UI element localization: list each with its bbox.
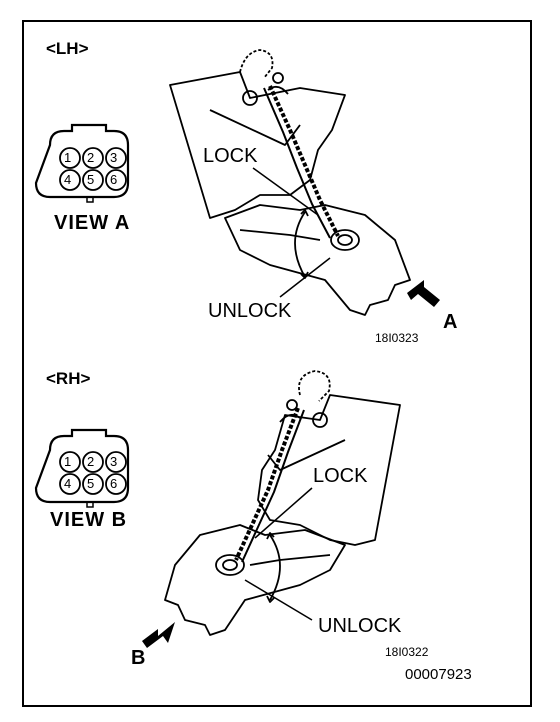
rh-pin-4: [59, 473, 81, 495]
lh-pin-3: [105, 147, 127, 169]
lh-section-label: <LH>: [46, 39, 89, 58]
rh-view-arrow: [142, 622, 175, 648]
document-number: 00007923: [405, 666, 472, 683]
rh-pin-4-label: 4: [64, 476, 72, 491]
lh-view-arrow: [407, 280, 440, 307]
rh-pin-1-label: 1: [64, 454, 72, 469]
lh-pin-2: [82, 147, 104, 169]
rh-pin-3-label: 3: [110, 454, 118, 469]
lh-pin-5: [82, 169, 104, 191]
lh-figure-code: 18I0323: [375, 331, 419, 345]
lh-lock-label: LOCK: [203, 145, 258, 167]
rh-section-label: <RH>: [46, 369, 91, 388]
lh-view-label: VIEW A: [54, 212, 131, 234]
rh-lock-leader: [254, 487, 313, 539]
rh-lock-label: LOCK: [313, 465, 368, 487]
lh-pin-1-label: 1: [64, 150, 72, 165]
rh-view-label: VIEW B: [50, 509, 128, 531]
rh-arrow-label: B: [131, 647, 146, 669]
rh-pin-2: [82, 451, 104, 473]
rh-unlock-label: UNLOCK: [318, 615, 402, 637]
rh-connector: [34, 428, 130, 508]
lh-connector: [34, 123, 130, 203]
lh-unlock-leader: [279, 257, 331, 298]
lh-pin-5-label: 5: [87, 172, 95, 187]
rh-pin-6-label: 6: [110, 476, 118, 491]
rh-figure-code: 18I0322: [385, 645, 429, 659]
rh-pin-5-label: 5: [87, 476, 95, 491]
lh-lock-leader: [252, 167, 319, 216]
lh-unlock-label: UNLOCK: [208, 300, 292, 322]
lh-pin-6-label: 6: [110, 172, 118, 187]
lh-pin-4-label: 4: [64, 172, 72, 187]
lh-pin-3-label: 3: [110, 150, 118, 165]
rh-unlock-leader: [244, 579, 313, 621]
lh-pin-2-label: 2: [87, 150, 95, 165]
rh-pin-2-label: 2: [87, 454, 95, 469]
lh-arrow-label: A: [443, 311, 458, 333]
rh-pin-5: [82, 473, 104, 495]
rh-pin-6: [105, 473, 127, 495]
lh-pin-6: [105, 169, 127, 191]
lh-pin-1: [59, 147, 81, 169]
rh-pin-3: [105, 451, 127, 473]
rh-pin-1: [59, 451, 81, 473]
diagram-frame: [22, 20, 532, 707]
lh-pin-4: [59, 169, 81, 191]
